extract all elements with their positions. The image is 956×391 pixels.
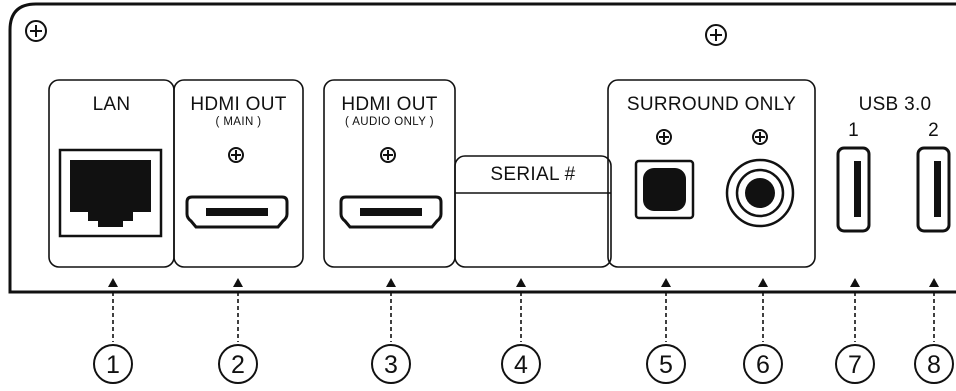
serial-box (454, 155, 612, 268)
hdmi-audio-label: HDMI OUT (341, 94, 438, 115)
callout-number-4: 4 (514, 351, 528, 379)
coaxial-port-icon (725, 158, 795, 228)
usb-port-1-label: 1 (848, 120, 859, 141)
callout-leaders (108, 278, 939, 342)
callout-arrow-7 (850, 278, 860, 287)
ground-symbol-icon (656, 129, 672, 145)
callout-arrow-3 (386, 278, 396, 287)
callout-circle-5 (646, 344, 686, 384)
surround-box (607, 79, 816, 268)
serial-label: SERIAL # (490, 164, 576, 185)
usb-port-icon (916, 146, 951, 233)
hdmi-audio-sublabel: ( AUDIO ONLY ) (345, 116, 434, 128)
panel-outline (8, 2, 956, 294)
screw-plus-icon (705, 24, 727, 46)
usb-port-2-label: 2 (928, 120, 939, 141)
callout-number-3: 3 (384, 351, 398, 379)
callout-circle-4 (501, 344, 541, 384)
optical-port-icon (634, 159, 695, 220)
callout-number-2: 2 (231, 351, 245, 379)
screw-plus-icon (25, 20, 47, 42)
callout-circle-7 (835, 344, 875, 384)
hdmi-main-sublabel: ( MAIN ) (215, 116, 262, 128)
callout-number-8: 8 (927, 351, 941, 379)
ground-symbol-icon (380, 147, 396, 163)
ethernet-port-icon (58, 148, 163, 238)
callout-number-5: 5 (659, 351, 673, 379)
lan-label: LAN (92, 94, 131, 115)
callout-arrow-6 (758, 278, 768, 287)
hdmi-main-label: HDMI OUT (190, 94, 287, 115)
callout-arrow-1 (108, 278, 118, 287)
hdmi-main-box (173, 79, 304, 268)
usb-port-icon (836, 146, 871, 233)
hdmi-port-icon (339, 195, 443, 229)
callout-arrow-4 (516, 278, 526, 287)
callout-circle-2 (218, 344, 258, 384)
ground-symbol-icon (228, 147, 244, 163)
callout-markers: 1 2 3 4 5 6 7 8 (93, 344, 954, 384)
callout-number-7: 7 (848, 351, 862, 379)
surround-label: SURROUND ONLY (626, 94, 797, 115)
callout-number-1: 1 (106, 351, 120, 379)
usb-group-label: USB 3.0 (858, 94, 932, 115)
ground-symbol-icon (752, 129, 768, 145)
callout-arrow-8 (929, 278, 939, 287)
callout-number-6: 6 (756, 351, 770, 379)
hdmi-port-icon (185, 195, 289, 229)
callout-circle-8 (914, 344, 954, 384)
callout-circle-1 (93, 344, 133, 384)
callout-arrow-5 (661, 278, 671, 287)
callout-circle-3 (371, 344, 411, 384)
callout-arrow-2 (233, 278, 243, 287)
callout-circle-6 (743, 344, 783, 384)
